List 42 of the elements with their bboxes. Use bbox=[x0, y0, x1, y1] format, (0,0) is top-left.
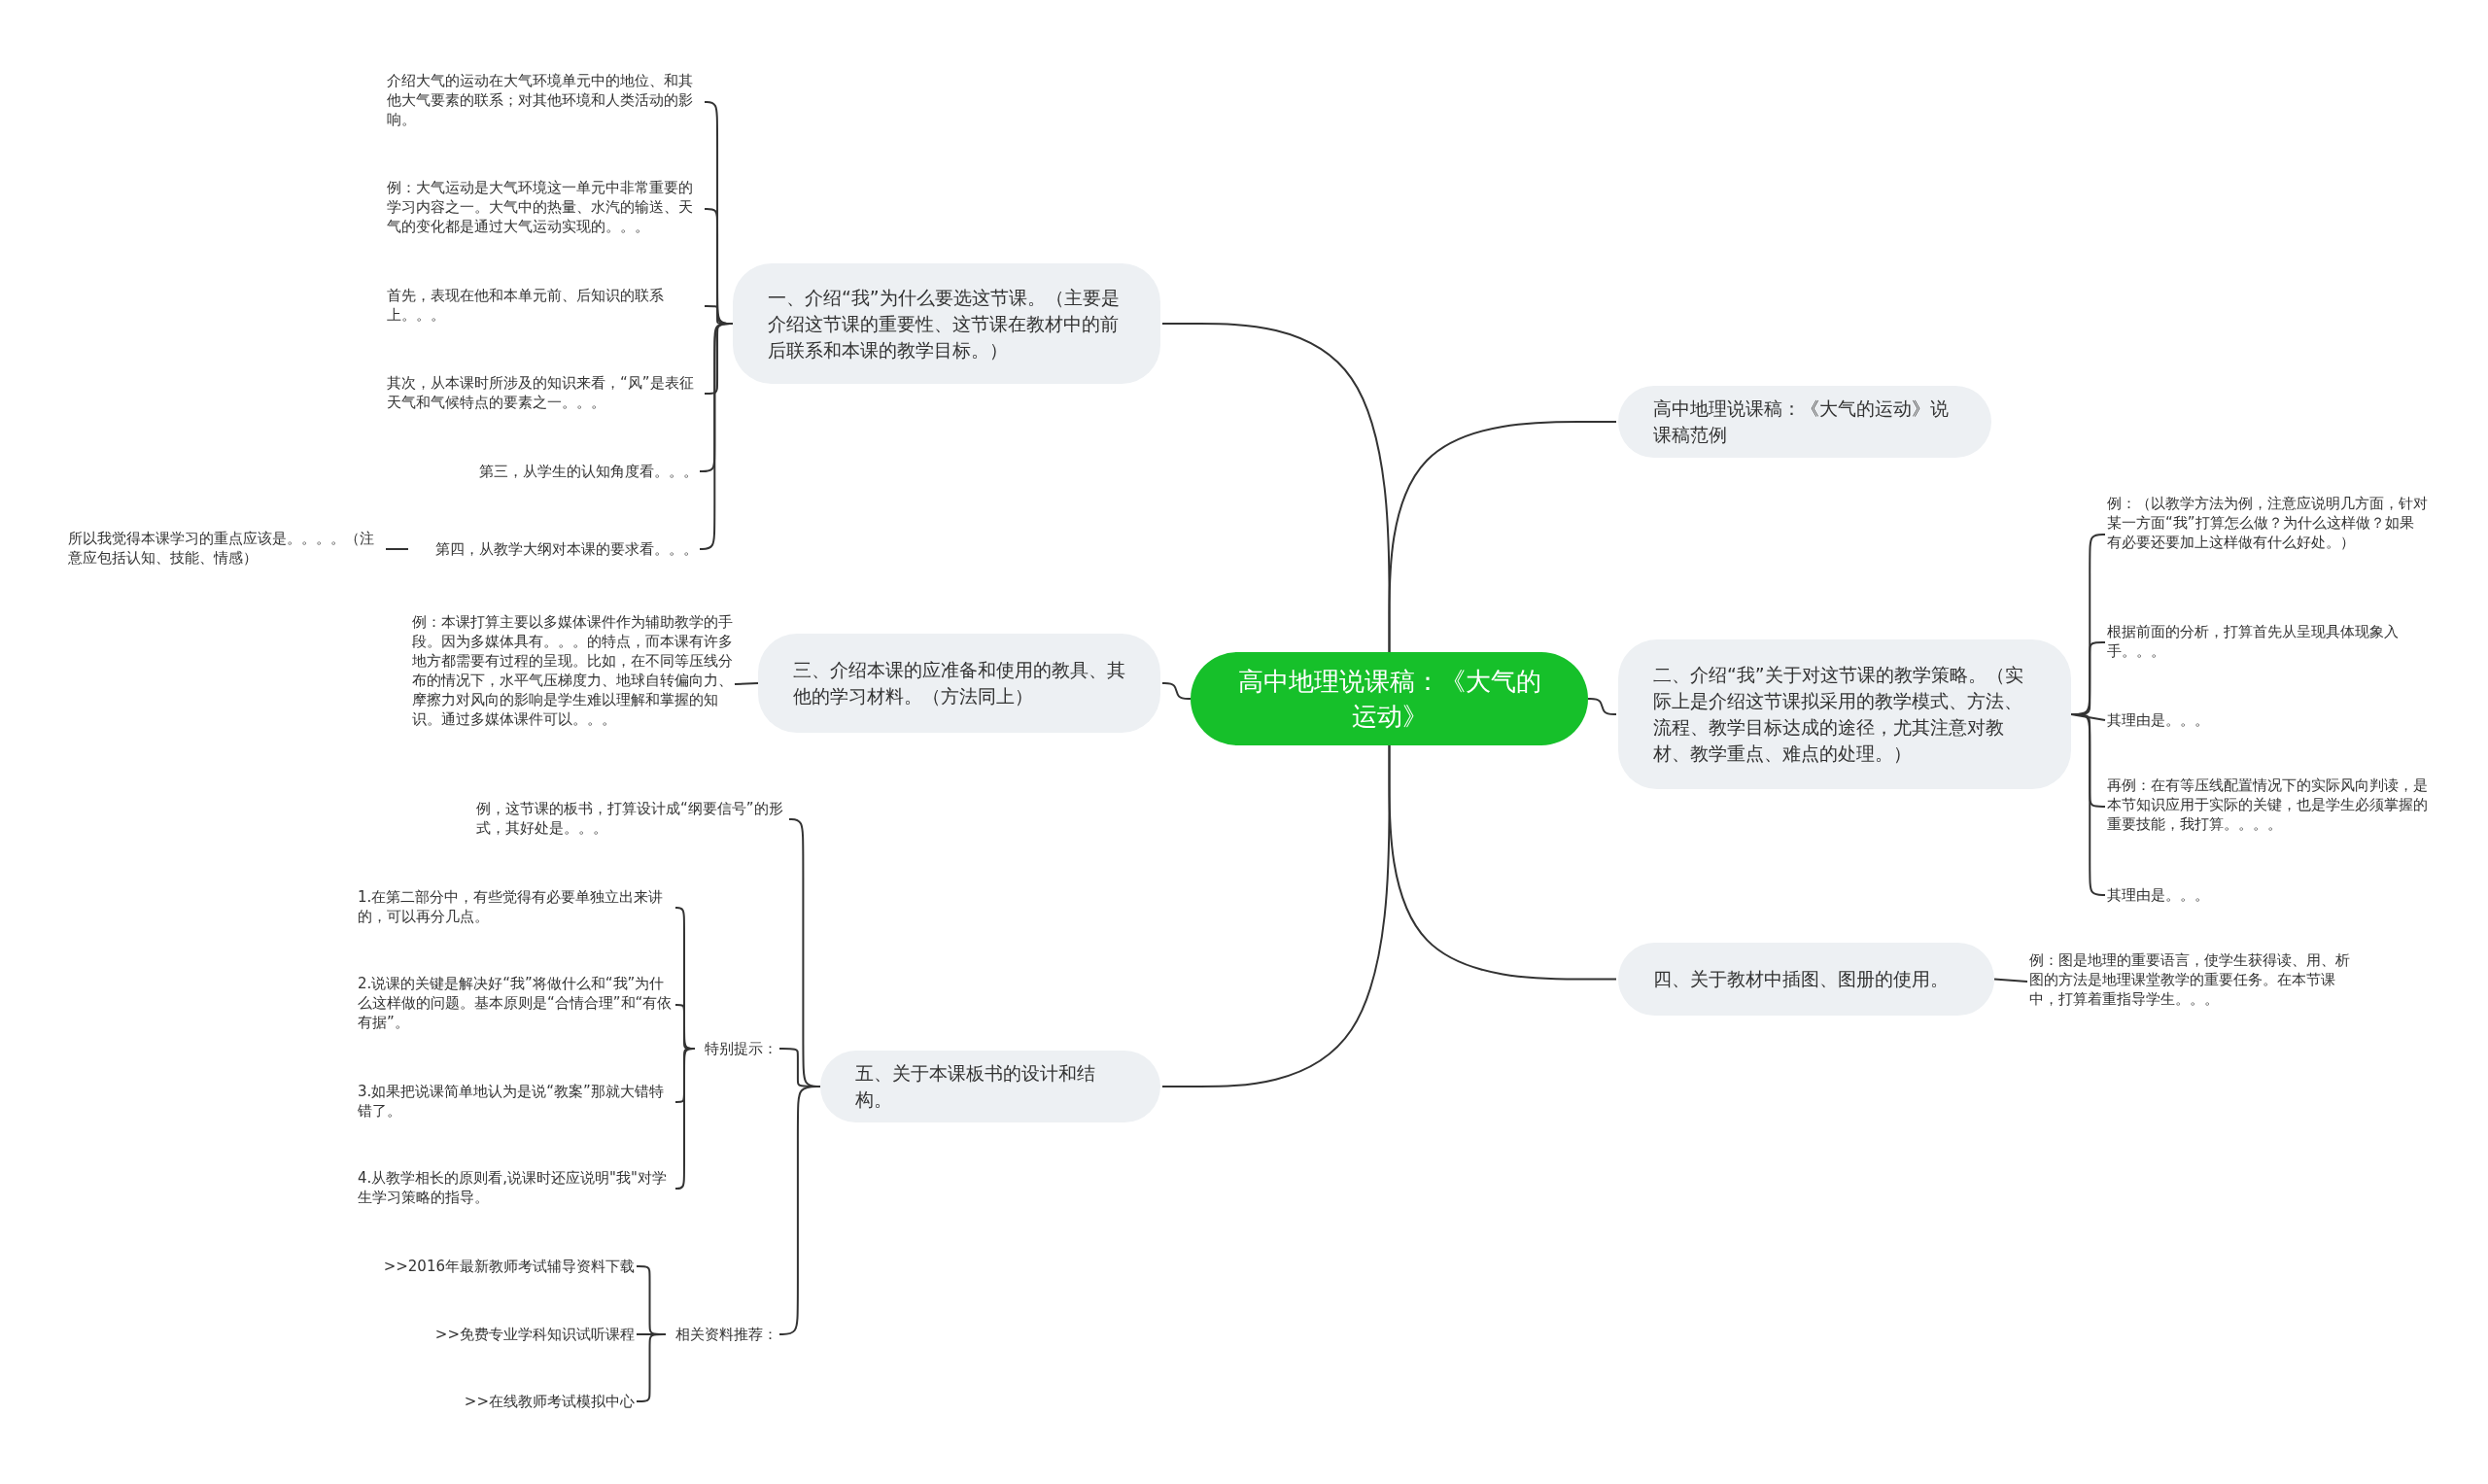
topic-text: 三、介绍本课的应准备和使用的教具、其他的学习材料。（方法同上） bbox=[793, 658, 1125, 708]
topic-text: 二、介绍“我”关于对这节课的教学策略。（实际上是介绍这节课拟采用的教学模式、方法、流程、教学目标达成的途径，尤其注意对教材、教学重点、难点的处理。） bbox=[1653, 663, 2024, 766]
subtopic-text: 2.说课的关键是解决好“我”将做什么和“我”为什么这样做的问题。基本原则是“合情合理”和“有依有据”。 bbox=[358, 974, 674, 1036]
subtopic-text: 例：（以教学方法为例，注意应说明几方面，针对某一方面“我”打算怎么做？为什么这样做？如果有必要还要加上这样做有什么好处。） bbox=[2107, 494, 2428, 575]
subtopic-text: 例：本课打算主要以多媒体课件作为辅助教学的手段。因为多媒体具有。。。的特点，而本课有许多地方都需要有过程的呈现。比如，在不同等压线分布的情况下，水平气压梯度力、地球自转偏向力、摩擦力对风向的影响是学生难以理解和掌握的知识。通过多媒体课件可以。。。 bbox=[412, 612, 733, 756]
subtopic-text: 4.从教学相长的原则看,说课时还应说明"我"对学生学习策略的指导。 bbox=[358, 1168, 674, 1209]
topic-text: 高中地理说课稿：《大气的运动》说课稿范例 bbox=[1653, 397, 1950, 447]
connector-line bbox=[734, 682, 759, 685]
topic-text: 五、关于本课板书的设计和结构。 bbox=[855, 1061, 1096, 1112]
subtopic-text: 其理由是。。。 bbox=[2107, 710, 2301, 730]
connector-line bbox=[1161, 744, 1391, 1087]
connector-line bbox=[674, 1048, 696, 1190]
topic-box bbox=[758, 634, 1160, 733]
central-topic-text: 高中地理说课稿：《大气的运动》 bbox=[1236, 666, 1542, 733]
topic-box bbox=[1618, 639, 2071, 789]
subtopic-text: 3.如果把说课简单地认为是说“教案”那就大错特错了。 bbox=[358, 1082, 674, 1122]
topic-text: 一、介绍“我”为什么要选这节课。（主要是介绍这节课的重要性、这节课在教材中的前后联系和本课的教学目标。） bbox=[768, 285, 1121, 362]
subtopic-text: 例：图是地理的重要语言，使学生获得读、用、析图的方法是地理课堂教学的重要任务。在本节课中，打算着重指导学生。。。 bbox=[2029, 950, 2350, 1013]
subtopic-text: 例，这节课的板书，打算设计成“纲要信号”的形式，其好处是。。。 bbox=[476, 799, 787, 840]
subtopic-text: 所以我觉得本课学习的重点应该是。。。。（注意应包括认知、技能、情感） bbox=[68, 529, 384, 569]
connector-line bbox=[1993, 978, 2028, 983]
subtopic-text: 1.在第二部分中，有些觉得有必要单独立出来讲的，可以再分几点。 bbox=[358, 887, 674, 928]
subtopic-text: 根据前面的分析，打算首先从呈现具体现象入手。。。 bbox=[2107, 622, 2428, 663]
subtopic-text: 介绍大气的运动在大气环境单元中的地位、和其他大气要素的联系；对其他环境和人类活动的影响。 bbox=[387, 71, 703, 133]
subtopic-text: 第四，从教学大纲对本课的要求看。。。 bbox=[408, 539, 698, 559]
subtopic-text: >>免费专业学科知识试听课程 bbox=[408, 1325, 635, 1344]
subtopic-text: 其理由是。。。 bbox=[2107, 885, 2301, 905]
subtopic-text: 其次，从本课时所涉及的知识来看，“风”是表征天气和气候特点的要素之一。。。 bbox=[387, 373, 703, 414]
subtopic-text: 首先，表现在他和本单元前、后知识的联系上。。。 bbox=[387, 286, 703, 327]
connector-line bbox=[1587, 698, 1617, 715]
topic-box bbox=[733, 263, 1160, 384]
connector-line bbox=[1161, 682, 1192, 700]
subtopic-text: >>在线教师考试模拟中心 bbox=[428, 1392, 635, 1411]
subtopic-text: 再例：在有等压线配置情况下的实际风向判读，是本节知识应用于实际的关键，也是学生必须掌握的重要技能，我打算。。。。 bbox=[2107, 776, 2428, 838]
subtopic-text: 第三，从学生的认知角度看。。。 bbox=[447, 462, 698, 481]
subtopic-text: 相关资料推荐： bbox=[666, 1325, 778, 1344]
subtopic-text: 特别提示： bbox=[695, 1039, 778, 1058]
connector-line bbox=[1161, 323, 1391, 653]
subtopic-text: >>2016年最新教师考试辅导资料下载 bbox=[369, 1257, 635, 1276]
connector-line bbox=[385, 548, 409, 550]
subtopic-text: 例：大气运动是大气环境这一单元中非常重要的学习内容之一。大气中的热量、水汽的输送、天气的变化都是通过大气运动实现的。。。 bbox=[387, 178, 703, 240]
topic-text: 四、关于教材中插图、图册的使用。 bbox=[1653, 967, 1949, 991]
